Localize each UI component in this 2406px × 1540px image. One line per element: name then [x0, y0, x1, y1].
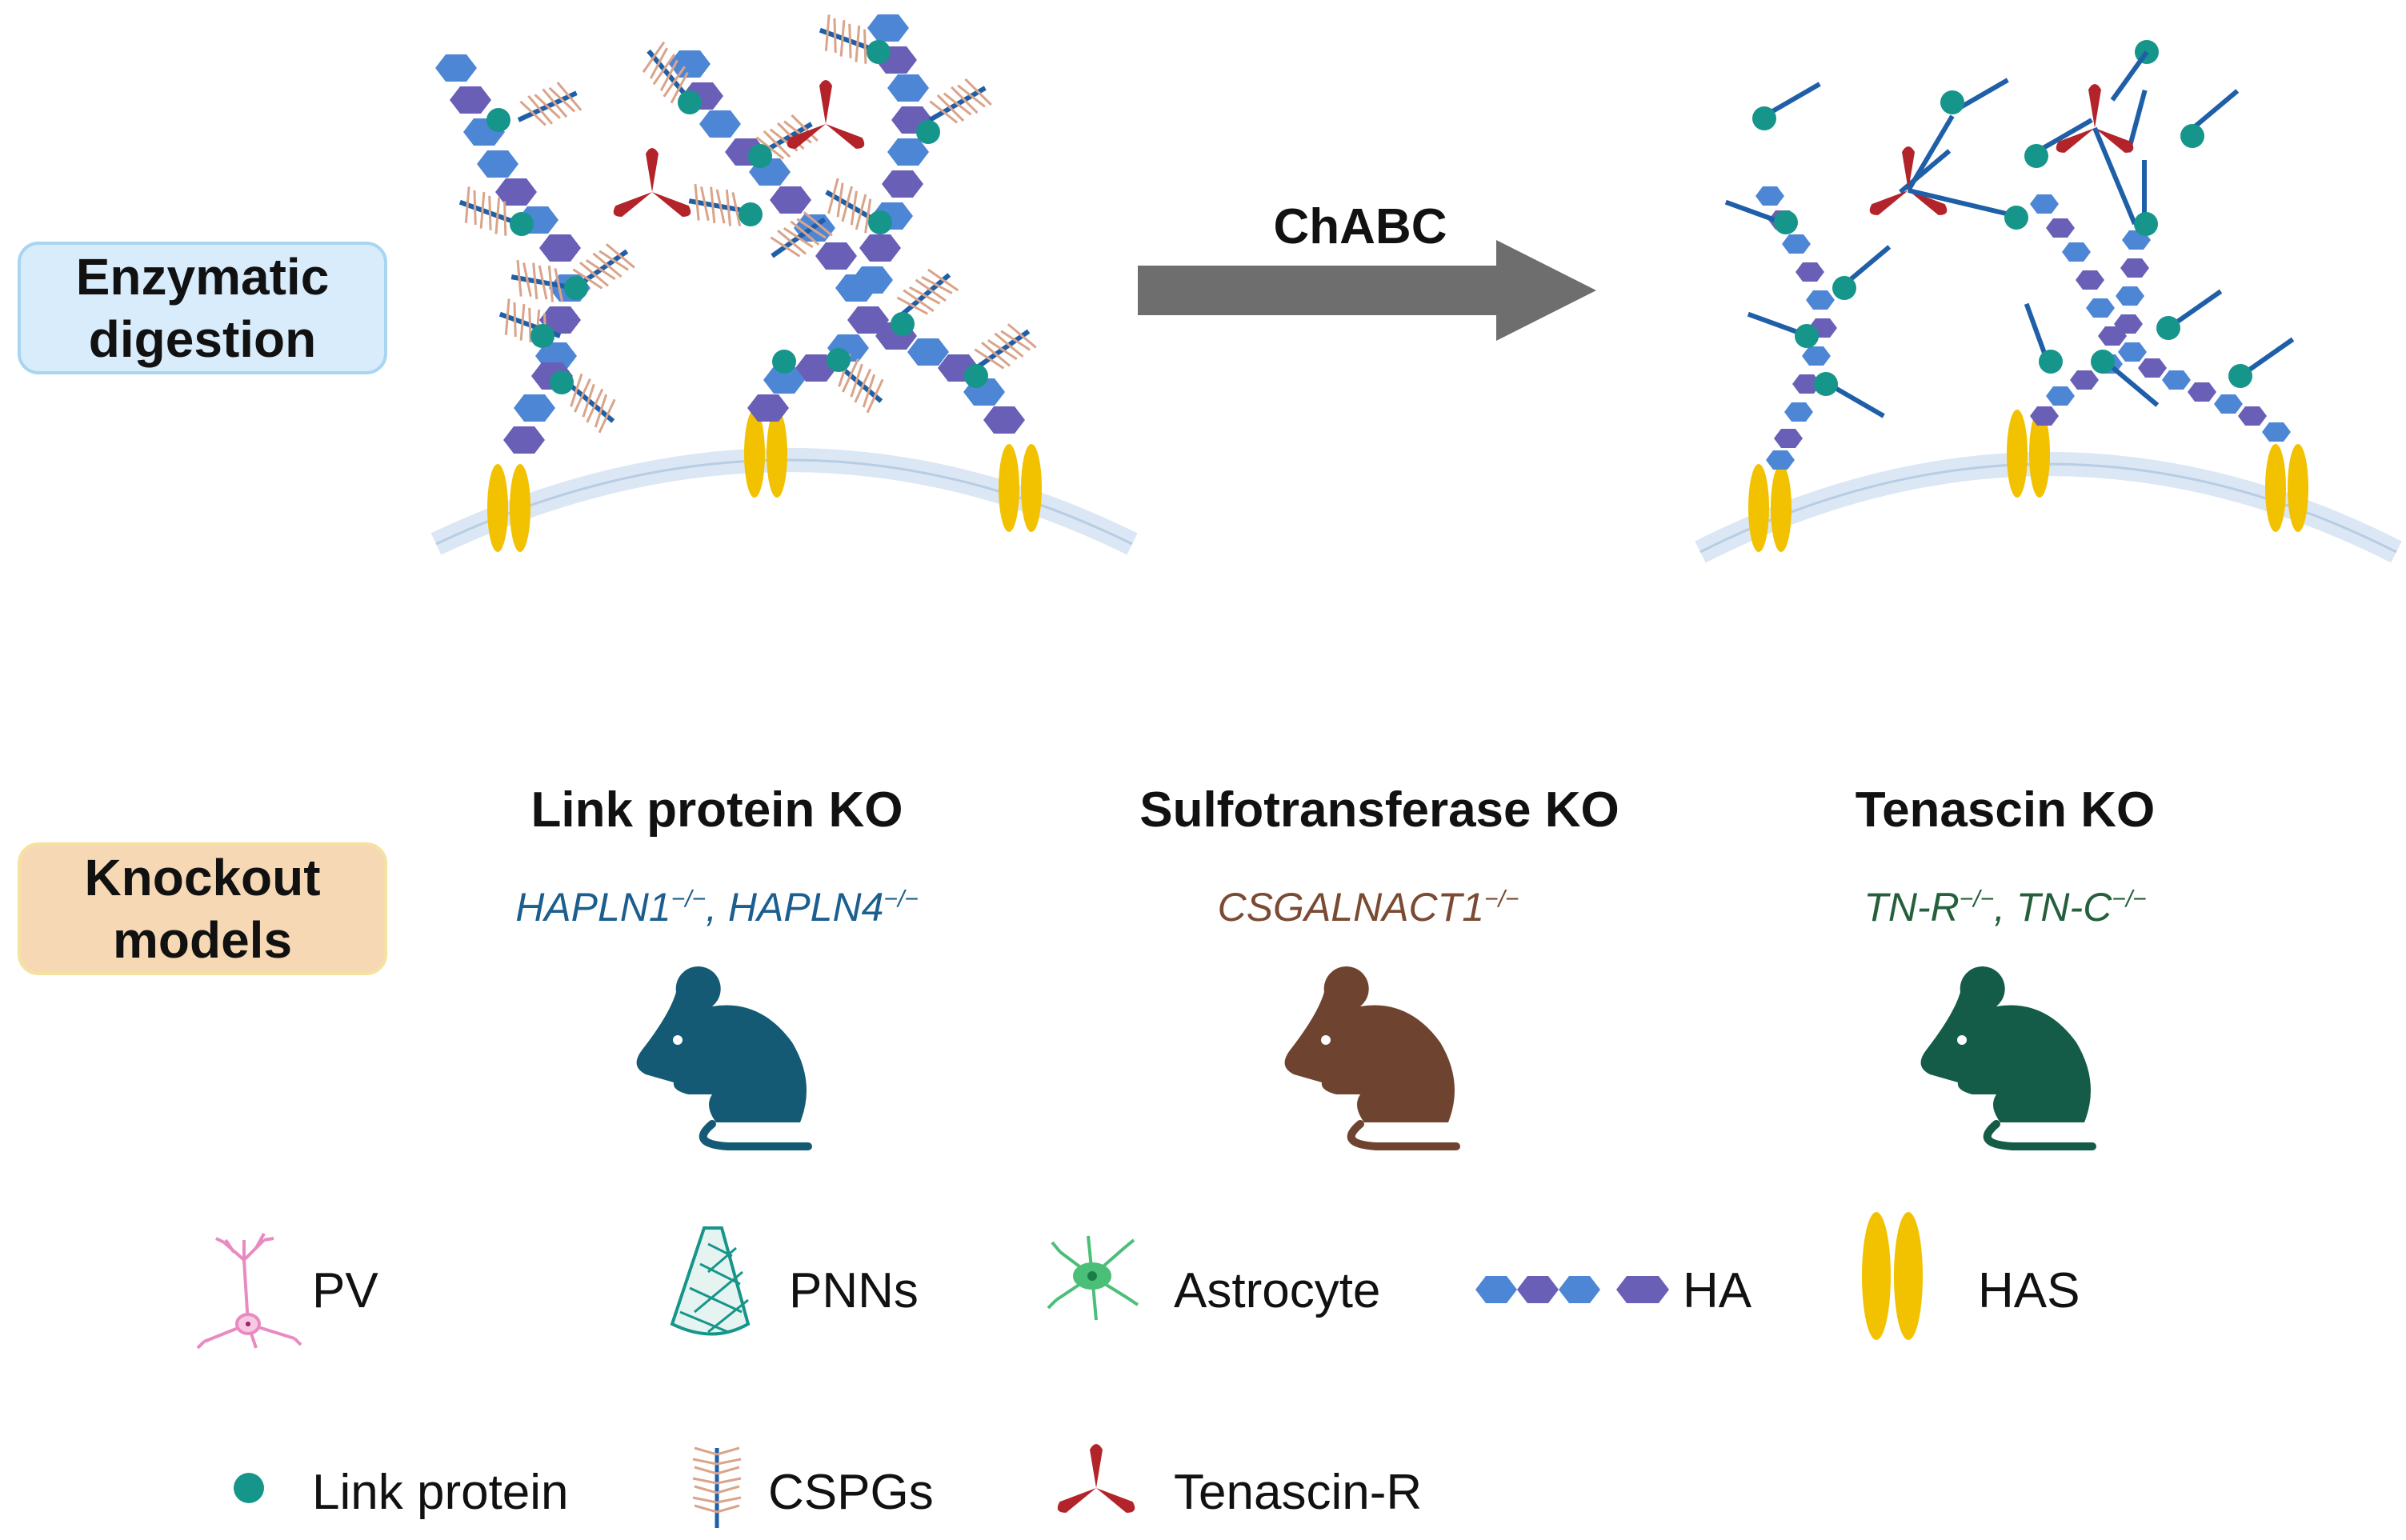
digested-pnn-illustration — [1695, 40, 2402, 563]
legend-label-has: HAS — [1978, 1263, 2080, 1318]
ha-chain — [1755, 186, 1837, 470]
ha-chain — [2030, 194, 2127, 426]
has-icon — [1862, 1212, 1923, 1340]
knockout-models-label: Knockout models — [84, 849, 321, 969]
has-enzyme — [2265, 444, 2308, 532]
link-proteins — [1752, 40, 2252, 396]
cspg — [511, 77, 584, 136]
legend-label-astrocyte: Astrocyte — [1174, 1263, 1381, 1318]
ko-gene-tenascin: TN-R−/−, TN-C−/− — [1864, 885, 2147, 930]
ko-title-link-protein: Link protein KO — [530, 782, 903, 838]
mouse-link-protein-ko — [636, 966, 812, 1150]
enzymatic-digestion-box: Enzymatic digestion — [18, 242, 387, 374]
legend-label-pnns: PNNs — [789, 1263, 919, 1318]
digestion-arrow — [1138, 240, 1596, 341]
tenascin-r — [784, 80, 867, 152]
legend-label-pv: PV — [312, 1263, 378, 1318]
pv-neuron-icon — [196, 1233, 302, 1350]
knockout-mice — [636, 966, 2096, 1150]
cspg-icon — [692, 1446, 742, 1528]
pnn-icon — [670, 1226, 751, 1336]
legend-label-tenascin-r: Tenascin-R — [1174, 1465, 1423, 1520]
astrocyte-icon — [1047, 1235, 1139, 1321]
knockout-models-box: Knockout models — [18, 842, 387, 975]
tenascin-r — [1867, 146, 1950, 218]
ha-chain — [2114, 230, 2291, 442]
legend-label-ha: HA — [1683, 1263, 1752, 1318]
ha-chain — [435, 54, 590, 454]
ha-icon — [1475, 1276, 1669, 1303]
tenascin-r — [611, 148, 694, 220]
ko-title-tenascin: Tenascin KO — [1855, 782, 2156, 838]
link-proteins — [486, 40, 988, 394]
tenascin-r-icon — [1055, 1444, 1138, 1516]
tenascin-r — [2053, 84, 2136, 156]
chabc-label: ChABC — [1273, 199, 1447, 254]
mouse-tenascin-ko — [1920, 966, 2096, 1150]
intact-pnn-illustration — [430, 14, 1138, 555]
ko-gene-link-protein: HAPLN1−/−, HAPLN4−/− — [515, 885, 919, 930]
legend-label-cspgs: CSPGs — [768, 1465, 934, 1520]
link-protein-icon — [234, 1473, 264, 1503]
legend-label-link-protein: Link protein — [312, 1465, 569, 1520]
ko-gene-sulfotransferase: CSGALNACT1−/− — [1217, 885, 1519, 930]
enzymatic-digestion-label: Enzymatic digestion — [75, 248, 330, 368]
ko-title-sulfotransferase: Sulfotransferase KO — [1139, 782, 1619, 838]
mouse-sulfotransferase-ko — [1284, 966, 1460, 1150]
